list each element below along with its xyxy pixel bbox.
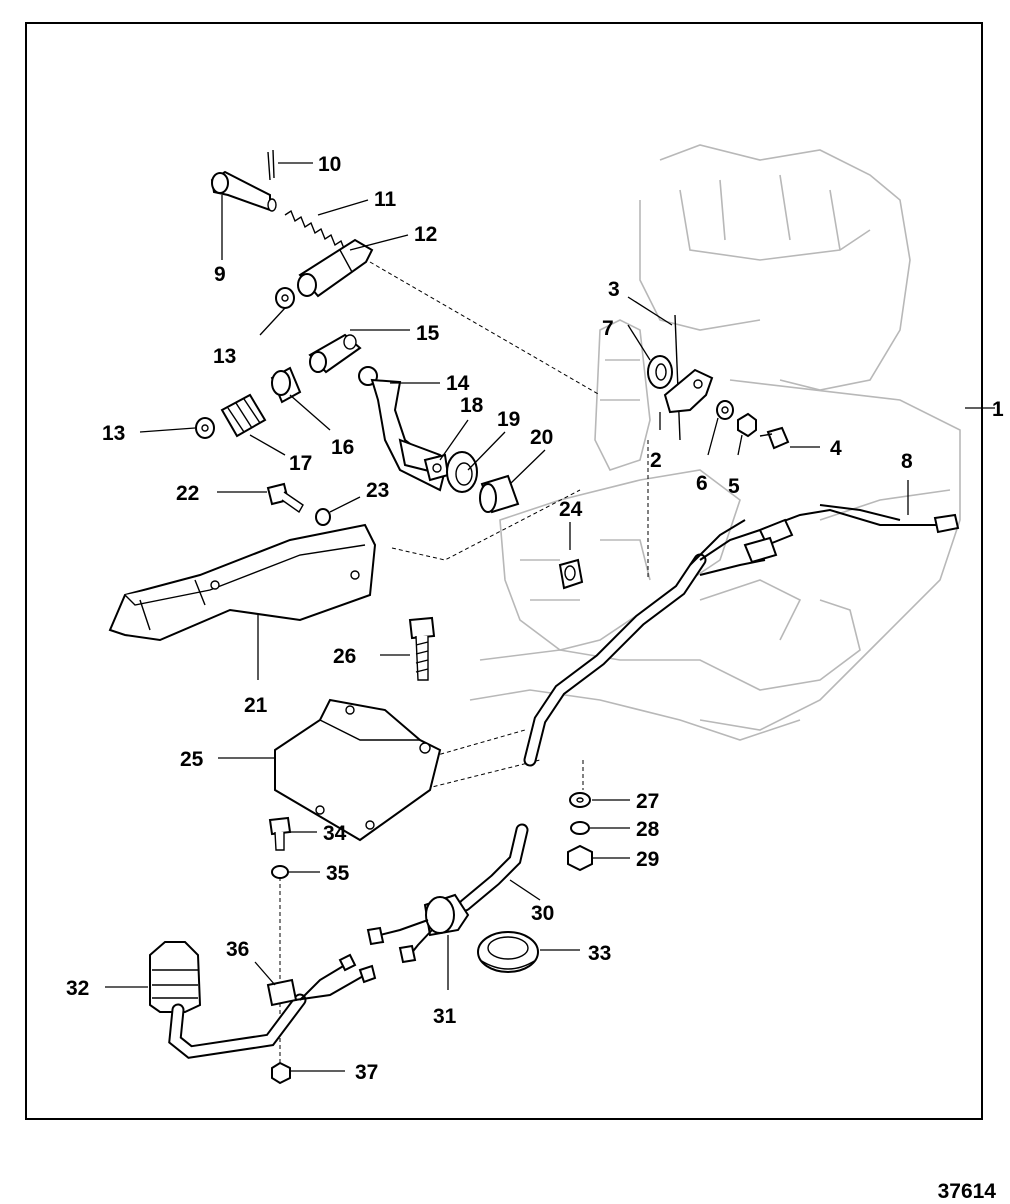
callout-14: 14 [446, 372, 470, 395]
part-35-washer [271, 865, 289, 879]
callout-5: 5 [728, 475, 740, 498]
part-31-switch [366, 893, 470, 964]
callout-37: 37 [355, 1061, 378, 1084]
part-33-grommet [477, 931, 539, 973]
callout-8: 8 [901, 450, 913, 473]
part-28-lockwasher [570, 821, 590, 835]
callout-15: 15 [416, 322, 440, 345]
callout-27: 27 [636, 790, 659, 813]
callout-34: 34 [323, 822, 347, 845]
part-8-lead-wire [819, 504, 901, 521]
callout-28: 28 [636, 818, 660, 841]
callout-30: 30 [531, 902, 554, 925]
part-10-cotter-pin [267, 149, 275, 181]
assembly-guide-lines [279, 261, 649, 1070]
part-27-washer [569, 792, 591, 808]
callout-23: 23 [366, 479, 389, 502]
part-24-nut [558, 558, 584, 590]
part-29-nut [567, 844, 593, 872]
callout-17: 17 [289, 452, 312, 475]
callout-11: 11 [374, 188, 397, 211]
part-12-clevis [297, 238, 374, 298]
part-23-lockwasher [315, 508, 331, 526]
part-2-shift-arm [663, 368, 714, 414]
callout-9: 9 [214, 263, 226, 286]
part-37-nut [271, 1061, 291, 1085]
callout-1: 1 [992, 398, 1004, 421]
part-30-cable [458, 508, 960, 912]
part-19-seal [446, 451, 478, 493]
part-17-spring [220, 393, 267, 438]
part-36-clamp [266, 978, 298, 1007]
part-16-bushing [270, 366, 302, 404]
callout-33: 33 [588, 942, 611, 965]
callout-10: 10 [318, 153, 341, 176]
part-18-retainer [423, 453, 450, 482]
part-11-spring [284, 209, 346, 252]
callout-32: 32 [66, 977, 89, 1000]
part-9-pin [210, 170, 277, 212]
part-15-clevis [308, 333, 362, 374]
part-20-sleeve [479, 474, 520, 514]
figure-id: 37614 [937, 1180, 996, 1203]
callout-18: 18 [460, 394, 484, 417]
part-34-screw [268, 816, 292, 851]
callout-22: 22 [176, 482, 199, 505]
callout-20: 20 [530, 426, 553, 449]
callout-13-upper: 13 [213, 345, 236, 368]
callout-19: 19 [497, 408, 520, 431]
callout-6: 6 [696, 472, 708, 495]
callout-16: 16 [331, 436, 354, 459]
part-13-washer-lower [195, 417, 215, 439]
callout-29: 29 [636, 848, 659, 871]
part-21-mounting-bracket [108, 523, 377, 642]
part-25-mounting-plate [274, 698, 442, 842]
callout-13-lower: 13 [102, 422, 125, 445]
part-3-cotter-pin [674, 314, 681, 441]
callout-26: 26 [333, 645, 356, 668]
callout-4: 4 [830, 437, 842, 460]
part-6-washer [716, 400, 734, 420]
callout-36: 36 [226, 938, 249, 961]
diagram-frame [25, 22, 983, 1120]
part-22-bolt [266, 482, 304, 514]
callout-21: 21 [244, 694, 268, 717]
callout-leaders [105, 162, 995, 1072]
part-4-screw [759, 426, 790, 450]
callout-7: 7 [602, 317, 614, 340]
part-5-nut [737, 412, 757, 438]
part-26-bolt [408, 616, 436, 681]
callout-35: 35 [326, 862, 350, 885]
callout-24: 24 [559, 498, 583, 521]
callout-3: 3 [608, 278, 620, 301]
callout-labels: 10 11 12 9 13 15 14 16 17 13 18 19 20 22… [66, 153, 1004, 1084]
callout-12: 12 [414, 223, 437, 246]
callout-31: 31 [433, 1005, 457, 1028]
callout-25: 25 [180, 748, 204, 771]
part-7-washer [647, 355, 673, 389]
part-13-washer-upper [275, 287, 295, 309]
part-32-horn [149, 941, 377, 1059]
callout-2: 2 [650, 449, 662, 472]
